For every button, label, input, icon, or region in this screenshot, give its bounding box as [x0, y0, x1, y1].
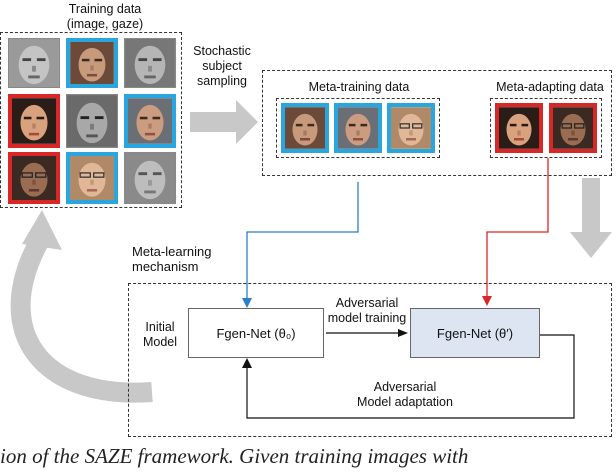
training-arrowhead	[398, 329, 408, 337]
face-image	[66, 38, 118, 88]
face-image	[8, 152, 60, 204]
adaptation-loop	[246, 334, 575, 419]
sampling-line1: Stochastic	[193, 44, 251, 58]
meta-adapting-label: Meta-adapting data	[496, 80, 604, 94]
mechanism-line1: Meta-learning	[132, 244, 212, 259]
sampling-line2: subject	[202, 59, 242, 73]
fgen-net-adapted-label: Fgen-Net (θ′)	[436, 325, 514, 341]
red-connector	[486, 158, 549, 298]
sampling-label: Stochastic subject sampling	[184, 44, 260, 89]
loop-arrow	[10, 235, 153, 403]
face-image	[124, 38, 176, 88]
meta-adapting-box	[490, 98, 602, 158]
initial-model-line2: Model	[142, 335, 178, 349]
face-image	[281, 103, 329, 153]
adv-adaptation-line1: Adversarial	[373, 380, 437, 394]
red-arrowhead	[482, 296, 492, 306]
sampling-arrow	[190, 100, 258, 144]
down-arrow	[570, 178, 612, 258]
figure-caption: ion of the SAZE framework. Given trainin…	[0, 444, 469, 468]
face-image	[8, 38, 60, 88]
sampling-line3: sampling	[196, 74, 248, 88]
fgen-net-initial: Fgen-Net (θ₀)	[188, 308, 324, 358]
blue-connector	[246, 182, 359, 300]
face-image	[8, 94, 60, 148]
mechanism-line2: mechanism	[132, 259, 199, 274]
initial-model-label: Initial Model	[132, 320, 188, 350]
face-image	[549, 103, 597, 153]
meta-training-box	[276, 98, 440, 158]
blue-arrowhead	[242, 298, 252, 308]
initial-model-line1: Initial	[145, 320, 175, 334]
adv-training-line1: Adversarial	[335, 296, 399, 310]
face-image	[124, 152, 176, 204]
face-image	[124, 94, 176, 148]
fgen-net-adapted: Fgen-Net (θ′)	[410, 308, 540, 358]
meta-training-label: Meta-training data	[308, 80, 410, 94]
loop-arrowhead	[22, 210, 62, 250]
face-image	[66, 152, 118, 204]
meta-data-box	[262, 70, 612, 176]
adv-adaptation-line2: Model adaptation	[357, 395, 453, 409]
adv-adaptation-label: Adversarial Model adaptation	[330, 380, 480, 410]
face-image	[66, 94, 118, 148]
adv-training-label: Adversarial model training	[326, 296, 408, 326]
face-image	[387, 103, 435, 153]
training-title-line2: (image, gaze)	[66, 17, 144, 31]
face-image	[495, 103, 543, 153]
mechanism-box	[128, 283, 612, 437]
mechanism-label: Meta-learning mechanism	[132, 244, 212, 274]
adaptation-arrowhead	[242, 358, 252, 368]
training-data-title: Training data (image, gaze)	[40, 2, 170, 32]
adv-training-line2: model training	[327, 311, 407, 325]
training-data-box	[0, 32, 182, 208]
fgen-net-initial-label: Fgen-Net (θ₀)	[216, 325, 296, 341]
face-image	[334, 103, 382, 153]
training-title-line1: Training data	[68, 2, 142, 16]
